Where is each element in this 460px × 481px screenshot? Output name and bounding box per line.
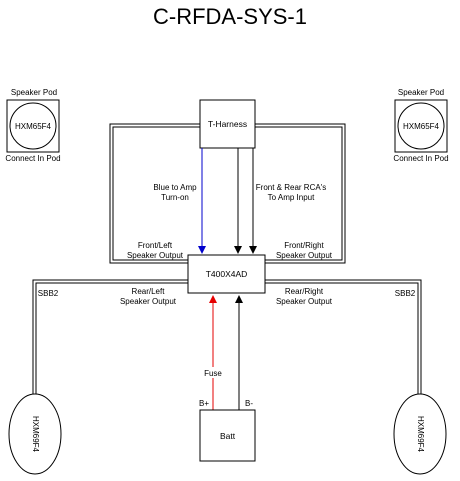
rear-speaker-wires xyxy=(32,279,422,395)
pod-footer: Connect In Pod xyxy=(393,154,448,163)
sub-wire-label-right: SBB2 xyxy=(395,289,416,298)
rear-right-label-line2: Speaker Output xyxy=(276,297,333,306)
diagram-title: C-RFDA-SYS-1 xyxy=(153,4,307,29)
fuse-label: Fuse xyxy=(204,369,222,378)
rear-left-label-line2: Speaker Output xyxy=(120,297,177,306)
blue-wire-label-line2: Turn-on xyxy=(161,193,189,202)
speaker-pod-right: Speaker Pod HXM65F4 Connect In Pod xyxy=(393,88,448,163)
subwoofer-right xyxy=(393,393,447,475)
t-harness-box xyxy=(199,99,256,149)
rear-left-label-line1: Rear/Left xyxy=(132,287,166,296)
subwoofer-left-label: HXM69F4 xyxy=(31,416,40,453)
battery-positive-label: B+ xyxy=(199,399,209,408)
front-right-label-line1: Front/Right xyxy=(284,241,324,250)
rca-label-line1: Front & Rear RCA's xyxy=(256,183,326,192)
battery-label: Batt xyxy=(220,431,236,441)
speaker-pod-left: Speaker Pod HXM65F4 Connect In Pod xyxy=(5,88,60,163)
subwoofer-right-label: HXM69F4 xyxy=(416,416,425,453)
rca-label-line2: To Amp Input xyxy=(268,193,315,202)
pod-header: Speaker Pod xyxy=(398,88,444,97)
front-right-label-line2: Speaker Output xyxy=(276,251,333,260)
front-left-label-line2: Speaker Output xyxy=(127,251,184,260)
pod-model: HXM65F4 xyxy=(15,122,52,131)
amplifier-box xyxy=(187,254,266,294)
battery-box xyxy=(199,409,256,462)
pod-header: Speaker Pod xyxy=(11,88,57,97)
sub-wire-label-left: SBB2 xyxy=(38,289,59,298)
pod-model: HXM65F4 xyxy=(403,122,440,131)
t-harness-label: T-Harness xyxy=(208,119,247,129)
speaker-circle xyxy=(397,102,445,150)
subwoofer-left xyxy=(8,393,62,475)
front-speaker-wires xyxy=(109,123,346,264)
fuse-background xyxy=(204,367,222,378)
speaker-circle xyxy=(9,102,57,150)
front-left-label-line1: Front/Left xyxy=(138,241,173,250)
blue-wire-label-line1: Blue to Amp xyxy=(153,183,197,192)
rear-right-label-line1: Rear/Right xyxy=(285,287,324,296)
amplifier-label: T400X4AD xyxy=(206,269,248,279)
pod-footer: Connect In Pod xyxy=(5,154,60,163)
battery-negative-label: B- xyxy=(245,399,253,408)
